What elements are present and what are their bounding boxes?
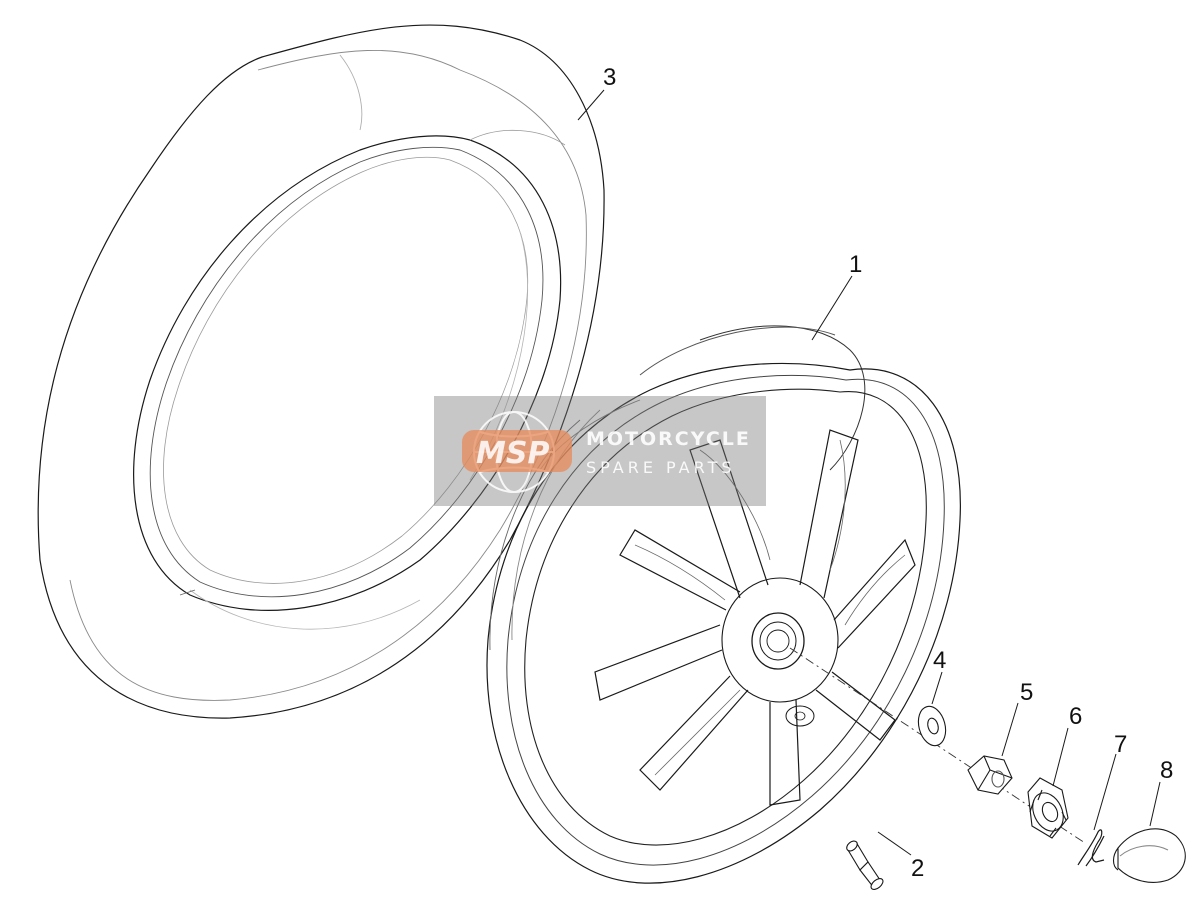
part-nut [967, 755, 1013, 795]
part-tire [37, 24, 605, 719]
callout-labels: 1 2 3 4 5 6 7 8 [603, 64, 1173, 882]
callout-6: 6 [1069, 703, 1082, 730]
part-washer [917, 705, 947, 747]
callout-3: 3 [603, 64, 616, 91]
callout-8: 8 [1160, 757, 1173, 784]
part-hub-cap [1112, 828, 1186, 883]
watermark: MSP MOTORCYCLE SPARE PARTS [434, 396, 766, 506]
watermark-logo-badge [462, 430, 572, 472]
watermark-line1: MOTORCYCLE [586, 428, 751, 450]
part-cotter-pin [1077, 829, 1105, 867]
callout-5: 5 [1020, 679, 1033, 706]
part-castle-nut [1027, 777, 1069, 839]
callout-2: 2 [911, 855, 924, 882]
part-tire-valve [846, 840, 884, 890]
watermark-line2: SPARE PARTS [586, 458, 736, 477]
callout-4: 4 [933, 647, 946, 674]
callout-1: 1 [849, 251, 862, 278]
leader-lines [577, 89, 1161, 856]
watermark-logo-text: MSP [476, 436, 549, 471]
callout-7: 7 [1114, 731, 1127, 758]
